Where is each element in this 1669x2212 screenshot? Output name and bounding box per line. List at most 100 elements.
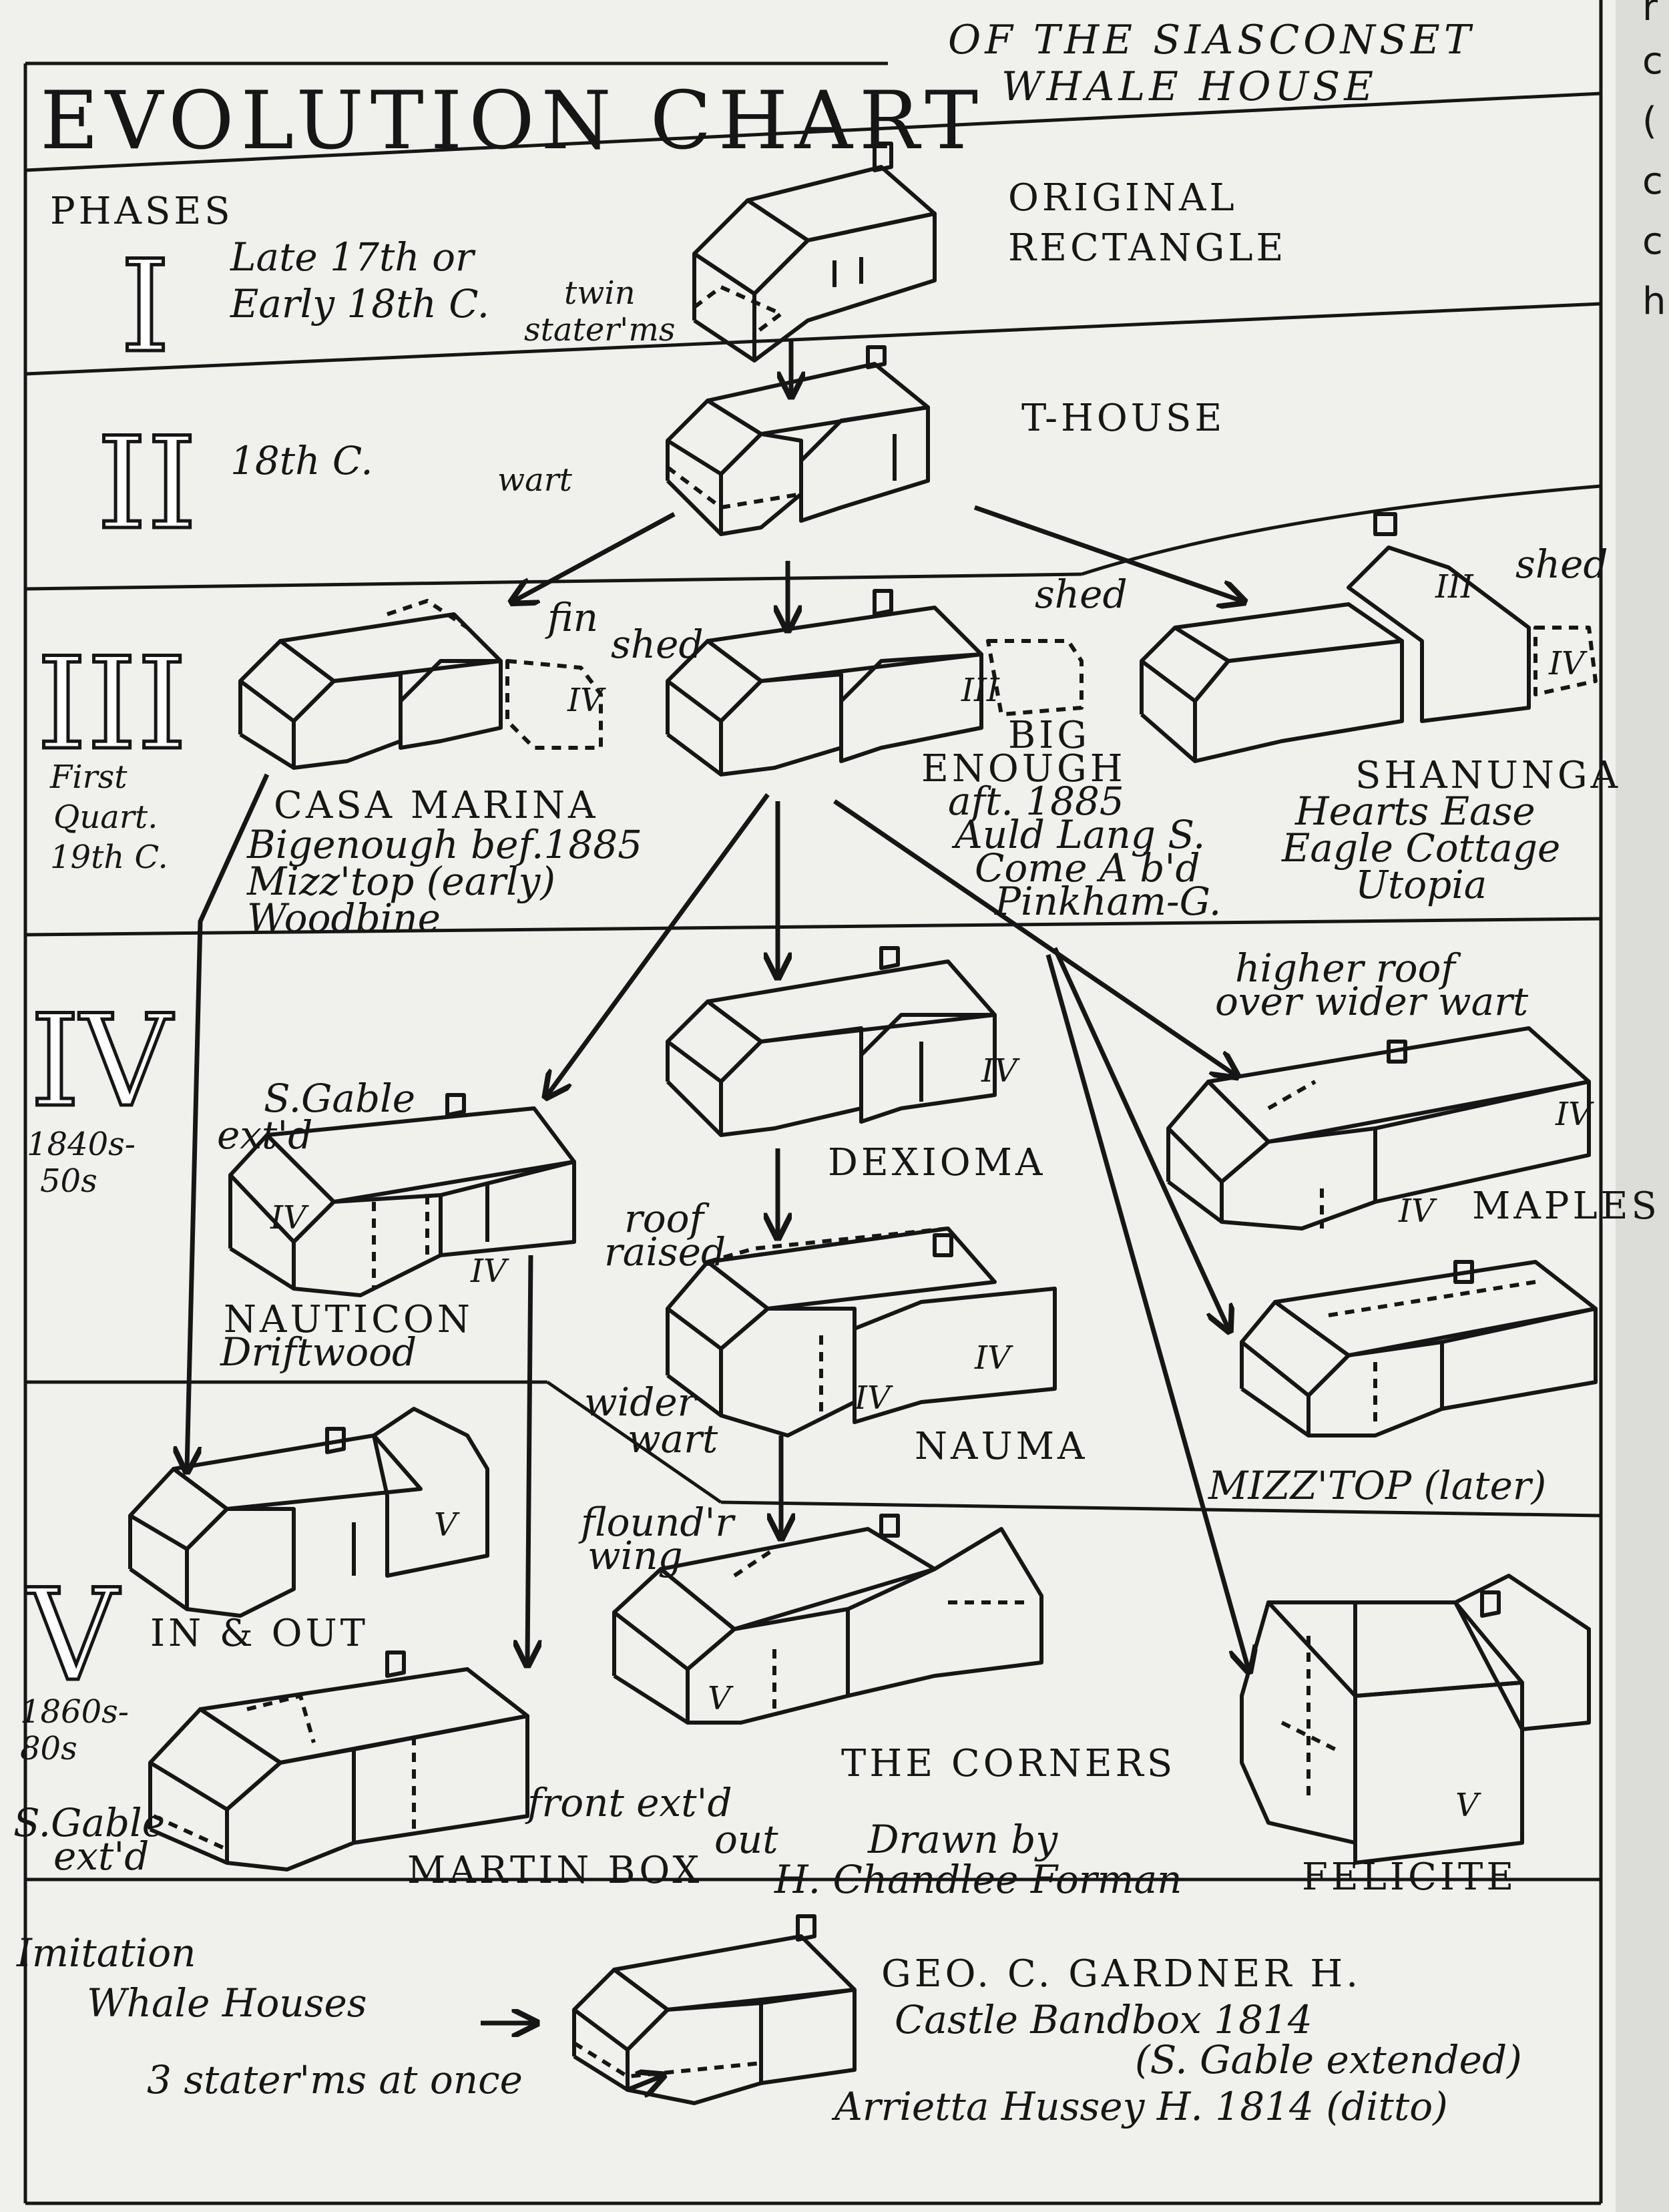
phase-v-date-line-2: 80s [20, 1730, 77, 1767]
house-mark-iv-dexioma: IV [981, 1052, 1020, 1090]
house-casa-marina [238, 599, 603, 770]
name-shanunga-line-3: Eagle Cottage [1281, 825, 1560, 871]
note-shed-c: shed [1515, 541, 1608, 587]
note-wart-2: wart [628, 1416, 718, 1462]
house-mark-v-corners: V [708, 1680, 734, 1717]
imitation-house-1: GEO. C. GARDNER H. [881, 1952, 1361, 1996]
imitation-house-4: Arrietta Hussey H. 1814 (ditto) [831, 2084, 1448, 2129]
edge-letter: c [1642, 220, 1663, 263]
name-big-line-5: Come A b'd [975, 845, 1200, 891]
name-casa-marina: CASA MARINA [274, 784, 598, 827]
name-shanunga-line-2: Hearts Ease [1294, 789, 1535, 834]
house-mizztop-later [1240, 1260, 1598, 1437]
edge-letter: c [1642, 160, 1663, 203]
name-driftwood: Driftwood [220, 1329, 417, 1375]
house-in-and-out [128, 1407, 489, 1618]
edge-letter: c [1642, 39, 1663, 83]
imitation-house-2: Castle Bandbox 1814 [895, 1997, 1313, 2042]
chart-paper [0, 0, 1616, 2212]
credit-line-1: Drawn by [867, 1817, 1058, 1862]
house-imitation [572, 1914, 857, 2105]
house-mark-iv-maples-2: IV [1398, 1192, 1437, 1230]
name-big-line-4: Auld Lang S. [951, 812, 1205, 857]
name-nauticon: NAUTICON [224, 1298, 473, 1341]
name-dexioma: DEXIOMA [828, 1141, 1045, 1184]
note-fin: fin [545, 595, 598, 640]
name-in-and-out: IN & OUT [150, 1612, 369, 1655]
phase-numeral-iv: IV [30, 987, 174, 1135]
arrow-nauticon-to-martin [527, 1255, 531, 1663]
house-mark-iv-maples-1: IV [1555, 1096, 1594, 1133]
note-wider: wider [584, 1379, 698, 1425]
chart-frame [23, 0, 1603, 2205]
name-casa-line-4: Woodbine [247, 895, 441, 941]
house-mark-iv-nauticon-2: IV [470, 1253, 509, 1290]
phase-i-date-line-1: Late 17th or [230, 234, 476, 280]
house-mark-v-felicite: V [1455, 1787, 1481, 1824]
house-mark-iv-nauma-2: IV [854, 1379, 893, 1417]
phase-ii-label: T-HOUSE [1021, 397, 1225, 440]
house-mark-iv-nauma-1: IV [974, 1339, 1013, 1377]
house-shanunga [1140, 512, 1598, 763]
phase-iii-date-line-3: 19th C. [50, 839, 168, 876]
house-t-house [666, 345, 930, 536]
phase-v-date-line-1: 1860s- [20, 1693, 129, 1731]
name-big-line-2: ENOUGH [921, 747, 1126, 791]
phase-numeral-i: I [120, 233, 170, 381]
house-mark-iv-nauticon-1: IV [270, 1199, 309, 1237]
house-dexioma [666, 946, 997, 1137]
phase-i-label-line-1: ORIGINAL [1008, 176, 1238, 220]
arrow-imitation-note [626, 2076, 661, 2090]
phase-i-date-line-2: Early 18th C. [230, 281, 489, 326]
note-roof: roof [624, 1196, 710, 1241]
arrow-casa-to-inout [187, 773, 270, 1469]
note-floundr: flound'r [578, 1500, 736, 1545]
arrow-ii-to-shanunga [973, 505, 1242, 601]
house-nauma [666, 1227, 1057, 1437]
phase-numeral-v: V [25, 1562, 120, 1709]
evolution-arrows [187, 341, 1248, 2090]
arrow-ii-to-casa [514, 511, 676, 601]
imitation-label-line-1: Imitation [16, 1930, 196, 1976]
name-shanunga: SHANUNGA [1355, 754, 1621, 797]
facing-page-edge: r c ( c c h [1642, 0, 1666, 323]
imitation-house-3: (S. Gable extended) [1135, 2037, 1522, 2082]
phase-iii-date-line-1: First [49, 758, 128, 796]
phase-iv-date-line-1: 1840s- [27, 1126, 136, 1163]
name-nauma: NAUMA [915, 1425, 1088, 1468]
note-s-gable-2b: ext'd [53, 1833, 149, 1879]
name-maples: MAPLES [1472, 1184, 1660, 1228]
house-mark-iii-shanunga: III [1435, 568, 1474, 606]
note-front-extd: front ext'd [525, 1780, 732, 1825]
name-big-line-1: BIG [1008, 714, 1090, 757]
credit-line-2: H. Chandlee Forman [774, 1857, 1182, 1902]
name-casa-line-2: Bigenough bef.1885 [246, 822, 642, 867]
phase-iii-date-line-2: Quart. [53, 799, 158, 836]
house-maples [1166, 1026, 1591, 1231]
note-s-gable-2: S.Gable [13, 1800, 165, 1845]
note-s-gable-1: S.Gable [264, 1076, 415, 1121]
phases-header: PHASES [50, 190, 234, 233]
name-martin-box: MARTIN BOX [407, 1849, 702, 1892]
arrow-big-to-mizztop [1052, 947, 1228, 1329]
chart-subtitle-line-1: OF THE SIASCONSET [948, 17, 1475, 63]
note-higher-roof: higher roof [1235, 945, 1461, 991]
house-martin-box [148, 1650, 529, 1871]
arrow-big-to-nauticon [547, 793, 770, 1095]
name-mizztop-later: MIZZ'TOP (later) [1208, 1463, 1546, 1508]
note-shed-b: shed [1035, 572, 1128, 617]
house-original-rectangle [692, 142, 937, 363]
note-over-wider-wart: over wider wart [1215, 979, 1529, 1024]
note-staterms: stater'ms [524, 311, 676, 349]
note-wart: wart [497, 461, 573, 499]
note-twin: twin [564, 274, 636, 312]
chart-title: EVOLUTION CHART [40, 75, 985, 168]
note-raised: raised [604, 1229, 726, 1275]
house-felicite [1240, 1574, 1591, 1865]
note-wing: wing [587, 1533, 683, 1578]
phase-numeral-iii: III [37, 630, 187, 778]
name-big-line-3: aft. 1885 [948, 779, 1124, 824]
arrow-big-to-maples [833, 799, 1235, 1075]
phase-ii-date: 18th C. [230, 438, 373, 483]
